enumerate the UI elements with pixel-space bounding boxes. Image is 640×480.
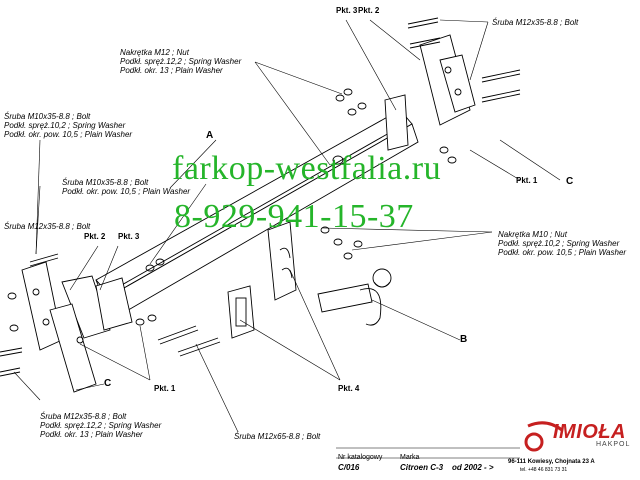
callout-line: Śruba M12x65-8.8 ; Bolt <box>234 432 321 441</box>
callout-bolt-m12-bottom: Śruba M12x35-8.8 ; Bolt Podkł. spręż.12,… <box>40 412 161 439</box>
company-phone: tel. +48 46 831 73 31 <box>520 467 568 473</box>
right-bracket <box>384 34 476 151</box>
callout-line: Podkł. spręż.12,2 ; Spring Washer <box>120 57 242 66</box>
year-value: od 2002 - > <box>452 463 494 472</box>
callout-nut-m12: Nakrętka M12 ; Nut Podkł. spręż.12,2 ; S… <box>120 48 241 75</box>
callout-bolt-m10-plain: Śruba M10x35-8.8 ; Bolt Podkł. okr. pow.… <box>62 178 190 196</box>
callout-line: Podkł. okr. pow. 10,5 ; Plain Washer <box>4 130 133 139</box>
imiola-logo <box>524 421 563 452</box>
bolts <box>0 17 521 377</box>
pkt-1-bottom: Pkt. 1 <box>154 384 176 393</box>
callout-line: Śruba M12x35-8.8 ; Bolt <box>492 18 579 27</box>
callout-line: Podkł. spręż.10,2 ; Spring Washer <box>498 239 620 248</box>
callout-bolt-m12x65: Śruba M12x65-8.8 ; Bolt <box>234 432 320 441</box>
callout-line: Podkł. okr. 13 ; Plain Washer <box>40 430 143 439</box>
catalog-label: Nr katalogowy <box>338 454 383 461</box>
catalog-number: C/016 <box>338 463 360 472</box>
callout-line: Podkł. spręż.10,2 ; Spring Washer <box>4 121 126 130</box>
callout-bolt-m12-top: Śruba M12x35-8.8 ; Bolt <box>492 18 578 27</box>
washers <box>7 88 457 332</box>
brand-value: Citroen C-3 <box>400 463 444 472</box>
footer-rules <box>336 447 520 459</box>
callout-bolt-m12-left: Śruba M12x35-8.8 ; Bolt <box>4 222 90 231</box>
pkt-3-left: Pkt. 3 <box>118 232 140 241</box>
label-a: A <box>206 130 214 141</box>
callout-line: Podkł. spręż.12,2 ; Spring Washer <box>40 421 162 430</box>
pkt-1-right: Pkt. 1 <box>516 176 538 185</box>
logo-sub: HAKPOL <box>596 441 631 448</box>
callout-line: Śruba M10x35-8.8 ; Bolt <box>62 178 149 187</box>
leader-lines <box>13 19 561 433</box>
callout-nut-m10: Nakrętka M10 ; Nut Podkł. spręż.10,2 ; S… <box>498 230 626 257</box>
hitch-plate <box>227 221 297 339</box>
pkt-4: Pkt. 4 <box>338 384 360 393</box>
tow-ball <box>317 268 392 326</box>
pkt-2-left: Pkt. 2 <box>84 232 106 241</box>
callout-line: Nakrętka M10 ; Nut <box>498 230 567 239</box>
label-c-right: C <box>566 176 574 187</box>
brand-label: Marka <box>400 454 420 461</box>
callout-line: Podkł. okr. pow. 10,5 ; Plain Washer <box>498 248 627 257</box>
label-b: B <box>460 334 468 345</box>
callout-line: Nakrętka M12 ; Nut <box>120 48 189 57</box>
logo-name: IMIOŁA <box>553 421 626 443</box>
label-c-left: C <box>104 378 112 389</box>
pkt-3-top: Pkt. 3 <box>336 6 358 15</box>
callout-line: Podkł. okr. pow. 10,5 ; Plain Washer <box>62 187 191 196</box>
callout-line: Śruba M12x35-8.8 ; Bolt <box>4 222 91 231</box>
left-bracket <box>21 261 133 393</box>
company-address: 96-111 Kowiesy, Chojnata 23 A <box>508 459 595 465</box>
watermark-site: farkop-westfalia.ru <box>172 150 442 187</box>
callout-line: Śruba M10x35-8.8 ; Bolt <box>4 112 91 121</box>
callout-bolt-m10-spring: Śruba M10x35-8.8 ; Bolt Podkł. spręż.10,… <box>4 112 132 139</box>
watermark-phone: 8-929-941-15-37 <box>174 198 414 235</box>
callout-line: Podkł. okr. 13 ; Plain Washer <box>120 66 223 75</box>
callout-line: Śruba M12x35-8.8 ; Bolt <box>40 412 127 421</box>
pkt-2-top: Pkt. 2 <box>358 6 380 15</box>
